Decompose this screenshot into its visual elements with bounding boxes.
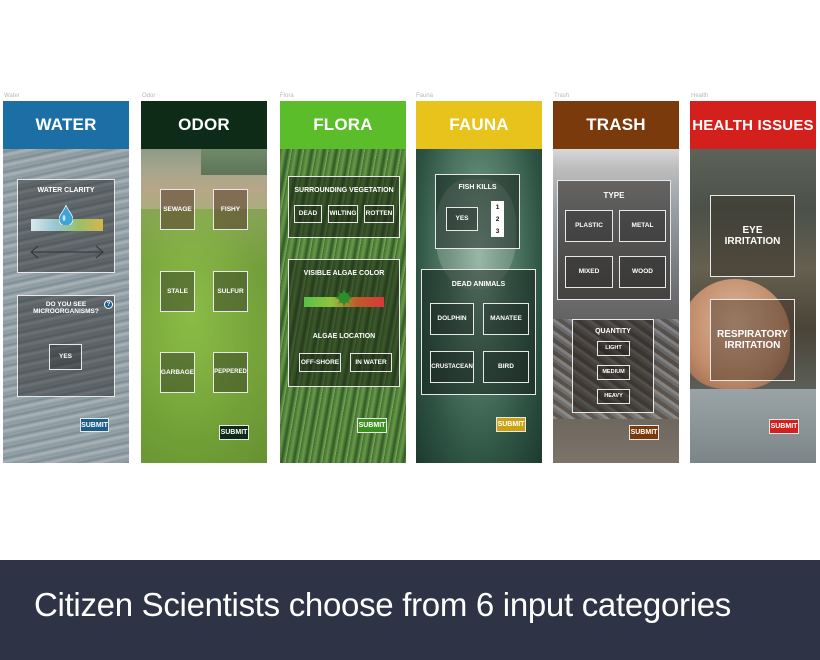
fauna-panel: FAUNA FISH KILLS YES 1 2 3 DEAD ANIMALS … — [416, 101, 542, 463]
flora-header: FLORA — [280, 101, 406, 149]
panel-caption-trash: Trash — [554, 93, 570, 99]
panel-caption-odor: Odor — [142, 93, 156, 99]
trash-quantity-label: QUANTITY — [595, 328, 631, 335]
vegetation-box — [288, 176, 400, 238]
trash-header: TRASH — [553, 101, 679, 149]
health-submit-button[interactable]: SUBMIT — [769, 419, 799, 434]
panel-caption-fauna: Fauna — [416, 93, 434, 99]
count-option[interactable]: 3 — [495, 227, 500, 235]
flora-submit-button[interactable]: SUBMIT — [357, 418, 387, 433]
odor-submit-button[interactable]: SUBMIT — [219, 425, 249, 440]
water-panel: WATER WATER CLARITY DO YOU SEE MICROORGA… — [3, 101, 129, 463]
animal-crustacean-button[interactable]: CRUSTACEAN — [430, 351, 474, 383]
count-option[interactable]: 1 — [495, 203, 500, 211]
trash-submit-button[interactable]: SUBMIT — [629, 425, 659, 440]
dead-animals-box — [421, 269, 536, 395]
trash-mixed-button[interactable]: MIXED — [565, 256, 613, 288]
fauna-header: FAUNA — [416, 101, 542, 149]
panel-caption-flora: Flora — [280, 93, 294, 99]
quantity-heavy-button[interactable]: HEAVY — [597, 389, 630, 404]
help-icon[interactable]: ? — [104, 300, 113, 309]
panel-caption-health: Health — [691, 93, 709, 99]
algae-color-label: VISIBLE ALGAE COLOR — [303, 270, 385, 277]
animal-manatee-button[interactable]: MANATEE — [483, 303, 529, 335]
health-header: HEALTH ISSUES — [690, 101, 816, 149]
location-inwater-button[interactable]: IN WATER — [350, 353, 392, 372]
water-submit-button[interactable]: SUBMIT — [80, 418, 109, 432]
location-offshore-button[interactable]: OFF-SHORE — [299, 353, 341, 372]
trash-plastic-button[interactable]: PLASTIC — [565, 210, 613, 242]
odor-algae-image — [141, 209, 267, 463]
vegetation-label: SURROUNDING VEGETATION — [294, 187, 394, 194]
flora-panel: FLORA SURROUNDING VEGETATION DEAD WILTIN… — [280, 101, 406, 463]
quantity-light-button[interactable]: LIGHT — [597, 341, 630, 356]
vegetation-dead-button[interactable]: DEAD — [294, 205, 322, 223]
eye-irritation-button[interactable]: EYE IRRITATION — [710, 195, 795, 277]
trash-background: TYPE PLASTIC METAL MIXED WOOD QUANTITY L… — [553, 149, 679, 463]
trash-quantity-box — [572, 319, 654, 413]
algae-location-label: ALGAE LOCATION — [312, 333, 376, 340]
health-panel: HEALTH ISSUES EYE IRRITATION RESPIRATORY… — [690, 101, 816, 463]
odor-stale-button[interactable]: STALE — [160, 271, 195, 312]
fish-kills-yes-button[interactable]: YES — [446, 207, 478, 231]
water-background: WATER CLARITY DO YOU SEE MICROORGANISMS?… — [3, 149, 129, 463]
water-clarity-slider[interactable] — [31, 219, 103, 231]
water-clarity-label: WATER CLARITY — [37, 187, 95, 194]
animal-bird-button[interactable]: BIRD — [483, 351, 529, 383]
trash-wood-button[interactable]: WOOD — [619, 256, 666, 288]
odor-sulfur-button[interactable]: SULFUR — [213, 271, 248, 312]
health-background: EYE IRRITATION RESPIRATORY IRRITATION SU… — [690, 149, 816, 463]
algae-box — [288, 259, 400, 387]
trash-metal-button[interactable]: METAL — [619, 210, 666, 242]
dead-animals-label: DEAD ANIMALS — [451, 281, 506, 288]
trash-type-label: TYPE — [603, 191, 625, 200]
fauna-submit-button[interactable]: SUBMIT — [496, 417, 526, 432]
fauna-background: FISH KILLS YES 1 2 3 DEAD ANIMALS DOLPHI… — [416, 149, 542, 463]
respiratory-irritation-button[interactable]: RESPIRATORY IRRITATION — [710, 299, 795, 381]
odor-peppered-button[interactable]: PEPPERED — [213, 352, 248, 393]
odor-fishy-button[interactable]: FISHY — [213, 189, 248, 230]
flora-background: SURROUNDING VEGETATION DEAD WILTING ROTT… — [280, 149, 406, 463]
count-option[interactable]: 2 — [495, 215, 500, 223]
caption-text: Citizen Scientists choose from 6 input c… — [34, 586, 731, 623]
vegetation-wilting-button[interactable]: WILTING — [328, 205, 358, 223]
microorganisms-box — [17, 295, 115, 397]
odor-header: ODOR — [141, 101, 267, 149]
trash-panel: TRASH TYPE PLASTIC METAL MIXED WOOD QUAN… — [553, 101, 679, 463]
water-drop-icon[interactable] — [58, 203, 74, 227]
odor-panel: ODOR SEWAGE FISHY STALE SULFUR GARBAGE P… — [141, 101, 267, 463]
water-header: WATER — [3, 101, 129, 149]
odor-background: SEWAGE FISHY STALE SULFUR GARBAGE PEPPER… — [141, 149, 267, 463]
fish-kills-label: FISH KILLS — [458, 184, 497, 191]
vegetation-rotten-button[interactable]: ROTTEN — [364, 205, 394, 223]
panel-caption-water: Water — [4, 93, 20, 99]
quantity-medium-button[interactable]: MEDIUM — [597, 365, 630, 380]
animal-dolphin-button[interactable]: DOLPHIN — [430, 303, 474, 335]
trash-type-box — [557, 180, 671, 300]
algae-virus-icon[interactable] — [335, 289, 353, 307]
odor-sewage-button[interactable]: SEWAGE — [160, 189, 195, 230]
caption-bar: Citizen Scientists choose from 6 input c… — [0, 560, 820, 660]
odor-trees-image — [201, 149, 267, 175]
odor-garbage-button[interactable]: GARBAGE — [160, 352, 195, 393]
microorganisms-label: DO YOU SEE MICROORGANISMS? — [33, 301, 99, 316]
microorganisms-yes-button[interactable]: YES — [49, 344, 82, 370]
double-arrow-icon — [29, 245, 105, 259]
fish-kills-count-picker[interactable]: 1 2 3 — [491, 201, 504, 237]
